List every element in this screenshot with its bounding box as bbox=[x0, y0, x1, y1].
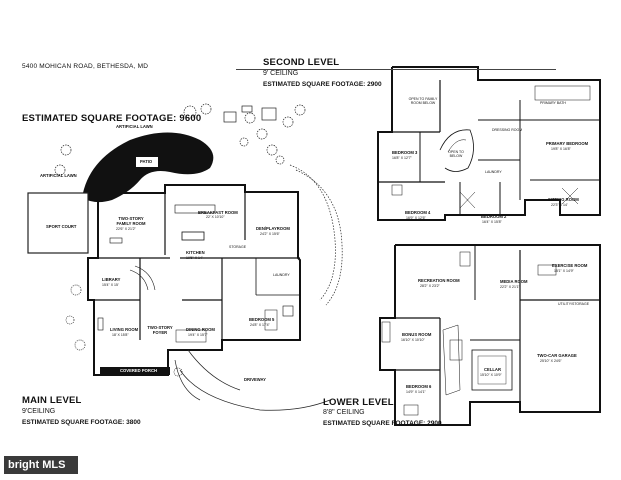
den-label: DEN/PLAYROOM bbox=[256, 226, 290, 231]
driveway-lines bbox=[65, 284, 331, 411]
second-level-ceiling: 9' CEILING bbox=[263, 70, 299, 77]
primary-bedroom-label: PRIMARY BEDROOM bbox=[546, 141, 589, 146]
second-level-title: SECOND LEVEL bbox=[263, 57, 340, 68]
main-level-site bbox=[54, 103, 343, 306]
recreation-room-label: RECREATION ROOM bbox=[418, 278, 460, 283]
kitchen-label: KITCHEN bbox=[186, 250, 205, 255]
bedroom3-dim: 16'8" X 12'7" bbox=[392, 156, 412, 160]
utility-label: UTILITY/STORAGE bbox=[558, 302, 590, 306]
bedroom6-label: BEDROOM 6 bbox=[406, 384, 432, 389]
bedroom4-dim: 16'9" X 12'6" bbox=[406, 216, 426, 220]
bedroom2-dim: 16'4" X 15'8" bbox=[482, 220, 502, 224]
foyer-label: TWO-STORY FOYER bbox=[147, 325, 173, 335]
bedroom3-label: BEDROOM 3 bbox=[392, 150, 418, 155]
breakfast-room-label: BREAKFAST ROOM bbox=[198, 210, 238, 215]
family-room-dim: 22'6" X 21'2" bbox=[116, 227, 136, 231]
bedroom6-dim: 14'9" X 14'1" bbox=[406, 390, 426, 394]
bedroom5-label: BEDROOM 5 bbox=[249, 317, 275, 322]
second-level-walls bbox=[377, 66, 601, 221]
property-address: 5400 MOHICAN ROAD, BETHESDA, MD bbox=[22, 63, 149, 70]
address-rule bbox=[236, 69, 556, 70]
total-square-footage: ESTIMATED SQUARE FOOTAGE: 9600 bbox=[22, 113, 202, 124]
dressing-room-label: DRESSING ROOM bbox=[492, 128, 523, 132]
living-room-label: LIVING ROOM bbox=[110, 327, 139, 332]
open-to-below-label: OPEN TO BELOW bbox=[448, 150, 464, 158]
exercise-room-dim: 15'1" X 14'9" bbox=[554, 269, 574, 273]
artificial-lawn-top-label: ARTIFICIAL LAWN bbox=[116, 124, 153, 129]
library-label: LIBRARY bbox=[102, 277, 121, 282]
media-room-dim: 22'2" X 21'1" bbox=[500, 285, 520, 289]
open-to-family-label: OPEN TO FAMILY ROOM BELOW bbox=[408, 97, 438, 105]
driveway-label: DRIVEWAY bbox=[244, 377, 266, 382]
artificial-lawn-left-label: ARTIFICIAL LAWN bbox=[40, 173, 77, 178]
covered-porch-label: COVERED PORCH bbox=[120, 368, 157, 373]
bedroom2-label: BEDROOM 2 bbox=[481, 214, 507, 219]
lower-level-title: LOWER LEVEL bbox=[323, 397, 394, 408]
primary-bedroom-dim: 19'8" X 16'8" bbox=[551, 147, 571, 151]
bright-mls-watermark: bright MLS bbox=[4, 456, 78, 474]
recreation-room-dim: 28'2" X 23'2" bbox=[420, 284, 440, 288]
lower-level-ceiling: 8'8" CEILING bbox=[323, 409, 365, 416]
kitchen-dim: 19'5" X 14' bbox=[186, 256, 203, 260]
second-level-sqft: ESTIMATED SQUARE FOOTAGE: 2900 bbox=[263, 81, 382, 88]
living-room-dim: 18' X 15'8" bbox=[112, 333, 129, 337]
main-level-sqft: ESTIMATED SQUARE FOOTAGE: 3800 bbox=[22, 419, 141, 426]
laundry-main-label: LAUNDRY bbox=[273, 273, 290, 277]
garage-label: TWO-CAR GARAGE bbox=[537, 353, 577, 358]
patio-label: PATIO bbox=[140, 159, 153, 164]
media-room-label: MEDIA ROOM bbox=[500, 279, 528, 284]
dining-room-dim: 19'4" X 15'7" bbox=[188, 333, 208, 337]
dining-room-label: DINING ROOM bbox=[186, 327, 215, 332]
patio-shape bbox=[82, 132, 214, 203]
lower-level-sqft: ESTIMATED SQUARE FOOTAGE: 2900 bbox=[323, 420, 442, 427]
primary-bath-label: PRIMARY BATH bbox=[540, 101, 566, 105]
bonus-room-label: BONUS ROOM bbox=[402, 332, 432, 337]
cellar-dim: 15'10" X 10'9" bbox=[480, 373, 502, 377]
lower-level-walls bbox=[379, 244, 601, 426]
sitting-room-dim: 22'3" X 14' bbox=[551, 203, 568, 207]
family-room-label: TWO-STORY FAMILY ROOM bbox=[116, 216, 146, 226]
bedroom5-dim: 24'8" X 17'4" bbox=[250, 323, 270, 327]
patio-label-box bbox=[136, 157, 158, 167]
bonus-room-dim: 16'10" X 10'10" bbox=[401, 338, 425, 342]
storage-label: STORAGE bbox=[229, 245, 247, 249]
breakfast-room-dim: 22' X 10'10" bbox=[206, 215, 225, 219]
covered-porch-fill bbox=[100, 367, 170, 375]
bedroom4-label: BEDROOM 4 bbox=[405, 210, 431, 215]
library-dim: 15'4" X 15' bbox=[102, 283, 119, 287]
sport-court-outline bbox=[27, 192, 89, 254]
sitting-room-label: SITTING ROOM bbox=[548, 197, 579, 202]
cellar-label: CELLAR bbox=[484, 367, 501, 372]
main-level-ceiling: 9'CEILING bbox=[22, 408, 56, 415]
sport-court-label: SPORT COURT bbox=[46, 224, 77, 229]
garage-dim: 25'10" X 24'6" bbox=[540, 359, 562, 363]
main-level-walls bbox=[87, 184, 301, 376]
main-level-title: MAIN LEVEL bbox=[22, 395, 82, 406]
den-dim: 24'2" X 15'6" bbox=[260, 232, 280, 236]
exercise-room-label: EXERCISE ROOM bbox=[552, 263, 588, 268]
laundry-second-label: LAUNDRY bbox=[485, 170, 502, 174]
